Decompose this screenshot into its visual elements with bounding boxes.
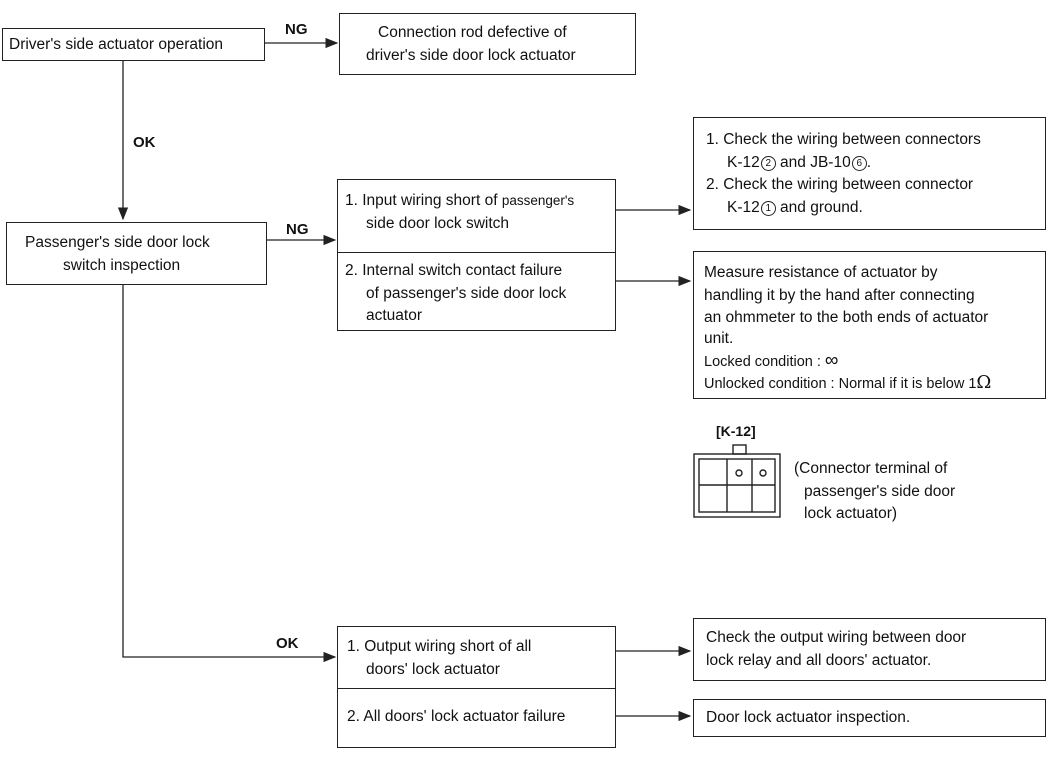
input-short-line2: side door lock switch bbox=[366, 215, 510, 232]
door-lock-insp-text: Door lock actuator inspection. bbox=[706, 709, 911, 726]
ok-label-bottom: OK bbox=[276, 635, 299, 652]
internal-line1: 2. Internal switch contact failure bbox=[345, 262, 563, 279]
check-line2-c: and JB-10 bbox=[775, 154, 851, 171]
output-cause-divider bbox=[337, 688, 616, 689]
passenger-switch-line2: switch inspection bbox=[63, 257, 181, 274]
connector-caption-2: passenger's side door bbox=[804, 483, 956, 500]
input-short-line1-a: 1. Input wiring short of bbox=[345, 192, 502, 209]
measure-line5: Locked condition : ∞ bbox=[704, 350, 838, 373]
check-line4-c: and ground. bbox=[775, 199, 863, 216]
door-lock-insp-box bbox=[693, 699, 1046, 737]
rod-defective-box bbox=[339, 13, 636, 75]
measure-resistance-box bbox=[693, 251, 1046, 399]
check-line4-a: K-12 bbox=[727, 199, 760, 216]
circled-1: 1 bbox=[760, 201, 776, 216]
circled-6: 6 bbox=[851, 156, 867, 171]
connector-k12-drawing bbox=[693, 444, 781, 518]
output-short-line1: 1. Output wiring short of all bbox=[347, 638, 532, 655]
rod-defective-line1: Connection rod defective of bbox=[378, 24, 567, 41]
check-wiring-box bbox=[693, 117, 1046, 230]
connector-caption-3: lock actuator) bbox=[804, 505, 898, 522]
ng-label-mid: NG bbox=[286, 221, 309, 238]
measure-line1: Measure resistance of actuator by bbox=[704, 264, 938, 281]
check-line1: 1. Check the wiring between connectors bbox=[706, 131, 981, 148]
check-line2-e: . bbox=[866, 154, 872, 171]
passenger-switch-box bbox=[6, 222, 267, 285]
output-cause-box bbox=[337, 626, 616, 748]
circled-2: 2 bbox=[760, 156, 776, 171]
ok-label-left: OK bbox=[133, 134, 156, 151]
input-short-line1: 1. Input wiring short of passenger's bbox=[345, 190, 574, 211]
check-line3: 2. Check the wiring between connector bbox=[706, 176, 974, 193]
measure-line4: unit. bbox=[704, 330, 734, 347]
measure-line2: handling it by the hand after connecting bbox=[704, 287, 975, 304]
check-line2-a: K-12 bbox=[727, 154, 760, 171]
connector-label: [K-12] bbox=[716, 423, 756, 439]
driver-actuator-box bbox=[2, 28, 265, 61]
input-short-line1-b: passenger's bbox=[501, 193, 575, 208]
check-output-line1: Check the output wiring between door bbox=[706, 629, 967, 646]
switch-cause-divider bbox=[337, 252, 616, 253]
check-output-box bbox=[693, 618, 1046, 681]
output-short-line2: doors' lock actuator bbox=[366, 661, 500, 678]
passenger-switch-line1: Passenger's side door lock bbox=[25, 234, 210, 251]
driver-actuator-text: Driver's side actuator operation bbox=[9, 36, 224, 53]
ng-label-top: NG bbox=[285, 21, 308, 38]
measure-line6-text: Unlocked condition : Normal if it is bel… bbox=[704, 376, 977, 392]
internal-line3: actuator bbox=[366, 307, 423, 324]
switch-cause-box bbox=[337, 179, 616, 331]
check-output-line2: lock relay and all doors' actuator. bbox=[706, 652, 932, 669]
measure-line5-text: Locked condition : bbox=[704, 354, 825, 370]
ohm-symbol: Ω bbox=[976, 372, 992, 393]
internal-line2: of passenger's side door lock bbox=[366, 285, 567, 302]
infinity-symbol: ∞ bbox=[824, 350, 839, 371]
arrow-passenger-to-output bbox=[122, 285, 337, 663]
measure-line3: an ohmmeter to the both ends of actuator bbox=[704, 309, 989, 326]
all-fail-text: 2. All doors' lock actuator failure bbox=[347, 708, 566, 725]
rod-defective-line2: driver's side door lock actuator bbox=[366, 47, 576, 64]
connector-caption-1: (Connector terminal of bbox=[794, 460, 948, 477]
measure-line6: Unlocked condition : Normal if it is bel… bbox=[704, 372, 991, 395]
